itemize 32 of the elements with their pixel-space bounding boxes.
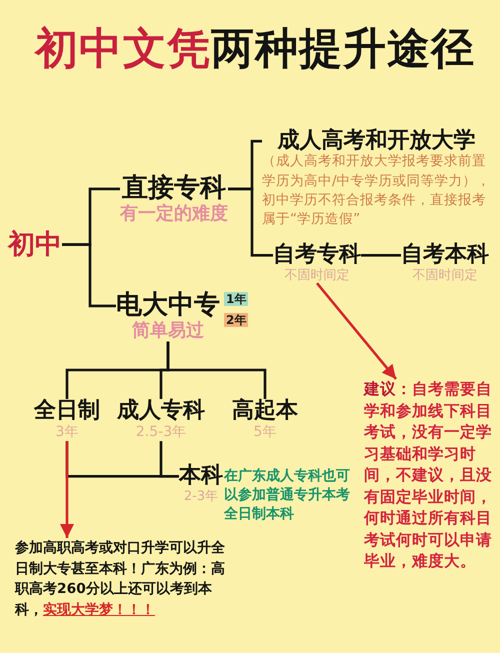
connector-line <box>228 188 273 257</box>
connector-line <box>160 441 179 478</box>
connector-line <box>361 254 401 257</box>
node-label: 直接专科 <box>121 174 227 203</box>
title: 初中文凭两种提升途径 <box>35 25 475 74</box>
note-text: 参加高职高考或对口升学可以升全日制大专甚至本科！广东为例：高职高考260分以上还可以考到本科，实现大学梦！！！ <box>15 538 229 620</box>
node-label: 高起本 <box>232 399 298 424</box>
node-subtitle: 2-3年 <box>182 488 220 504</box>
node-label: 初中 <box>8 229 62 260</box>
arrow <box>316 282 397 380</box>
note-text: 建议：自考需要自学和参加线下科目考试，没有一定学习基础和学习时间，不建议，且没有固定毕业时间，何时通过所有科目考试何时可以申请毕业，难度大。 <box>364 379 492 573</box>
duration-label: 5年 <box>252 424 278 442</box>
connector-line <box>166 342 266 399</box>
duration-label: 3年 <box>54 424 80 442</box>
connector-line <box>62 243 116 308</box>
year-tag: 2年 <box>224 313 248 328</box>
arrow <box>60 441 74 538</box>
node-label: 自考本科 <box>401 243 489 268</box>
node-label: 全日制 <box>34 399 100 424</box>
node-subtitle: 有一定的难度 <box>120 204 228 225</box>
duration-label: 2.5-3年 <box>134 424 188 442</box>
node-label: 本科 <box>179 464 223 489</box>
node-label: 成人高考和开放大学 <box>276 130 476 152</box>
year-tag: 1年 <box>224 292 248 306</box>
node-subtitle: 不固时间定 <box>284 268 350 284</box>
note-text: （成人高考和开放大学报考要求前置学历为高中/中专学历或同等学力），初中学历不符合报考条件，直接报考属于“学历造假” <box>262 152 491 229</box>
node-label: 自考专科 <box>273 243 361 268</box>
note-text: 在广东成人专科也可以参加普通专升本考全日制本科 <box>224 467 351 524</box>
node-subtitle: 不固时间定 <box>412 268 478 284</box>
node-label: 成人专科 <box>117 399 205 424</box>
node-label: 电大中专 <box>116 291 220 320</box>
node-subtitle: 简单易过 <box>131 320 205 342</box>
